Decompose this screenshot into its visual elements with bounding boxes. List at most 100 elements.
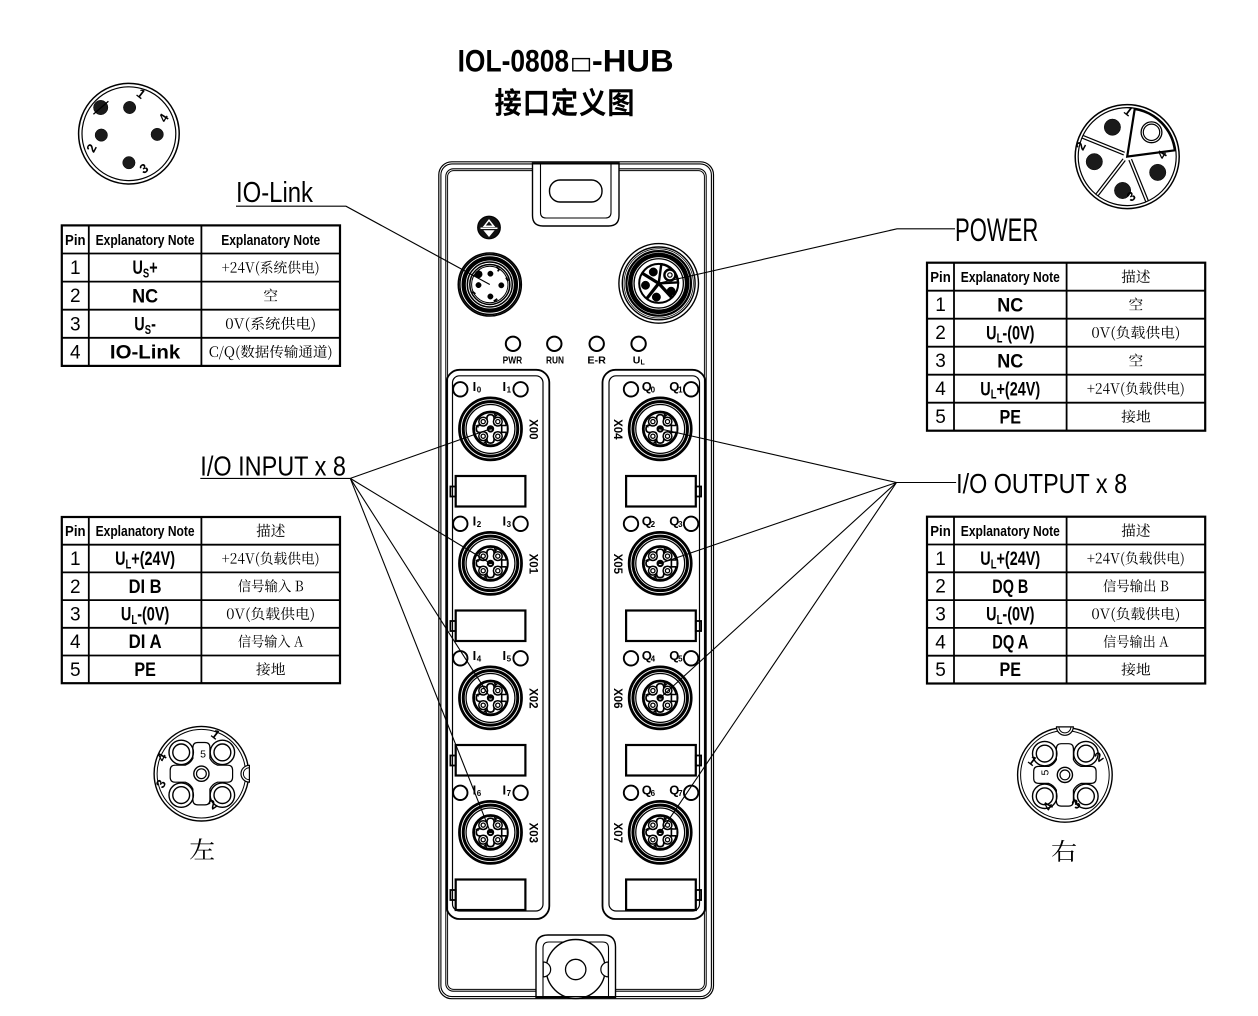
svg-text:X04: X04 <box>611 419 623 440</box>
svg-text:X03: X03 <box>527 823 539 843</box>
svg-text:+(24V): +(24V) <box>997 379 1041 400</box>
svg-text:L: L <box>991 388 997 402</box>
svg-text:+(24V): +(24V) <box>131 549 175 570</box>
svg-text:DI A: DI A <box>129 632 162 653</box>
svg-text:I: I <box>473 782 477 797</box>
svg-text:U: U <box>980 379 990 400</box>
svg-text:U: U <box>121 605 131 626</box>
svg-text:4: 4 <box>70 632 81 653</box>
svg-text:3: 3 <box>935 605 946 626</box>
svg-text:X05: X05 <box>611 554 623 575</box>
svg-text:I: I <box>473 379 477 394</box>
svg-text:4: 4 <box>155 110 172 125</box>
svg-text:PE: PE <box>134 660 156 681</box>
svg-text:L: L <box>131 613 137 627</box>
svg-text:0: 0 <box>651 385 656 394</box>
svg-text:7: 7 <box>507 789 512 798</box>
svg-text:Q: Q <box>642 782 652 797</box>
svg-text:E-R: E-R <box>587 355 606 367</box>
svg-text:3: 3 <box>935 351 946 372</box>
svg-text:Explanatory Note: Explanatory Note <box>961 269 1060 286</box>
svg-text:I: I <box>502 648 506 663</box>
svg-text:5: 5 <box>678 654 683 663</box>
svg-text:X01: X01 <box>527 554 539 575</box>
svg-text:4: 4 <box>935 632 946 653</box>
svg-text:NC: NC <box>132 286 158 307</box>
svg-text:U: U <box>986 605 996 626</box>
svg-text:-(0V): -(0V) <box>1002 605 1034 626</box>
svg-text:IO-Link: IO-Link <box>110 343 181 364</box>
svg-text:I: I <box>502 513 506 528</box>
svg-text:L: L <box>640 359 645 366</box>
svg-text:Explanatory Note: Explanatory Note <box>96 232 195 249</box>
svg-text:-HUB: -HUB <box>592 43 674 79</box>
svg-text:DQ B: DQ B <box>992 577 1028 598</box>
svg-text:4: 4 <box>70 342 81 363</box>
svg-text:L: L <box>126 558 132 572</box>
svg-text:2: 2 <box>935 577 946 598</box>
svg-text:Pin: Pin <box>930 523 951 540</box>
svg-text:1: 1 <box>935 295 946 316</box>
svg-text:Explanatory Note: Explanatory Note <box>221 232 320 249</box>
svg-text:IO-Link: IO-Link <box>236 177 313 209</box>
svg-text:U: U <box>986 323 996 344</box>
svg-text:+: + <box>149 258 157 279</box>
svg-text:NC: NC <box>997 295 1023 316</box>
svg-text:I/O OUTPUT x 8: I/O OUTPUT x 8 <box>956 468 1127 499</box>
svg-text:0: 0 <box>477 385 482 394</box>
svg-text:7: 7 <box>678 789 683 798</box>
svg-text:L: L <box>997 332 1003 346</box>
svg-text:Pin: Pin <box>65 232 86 249</box>
svg-text:U: U <box>115 549 125 570</box>
svg-text:+(24V): +(24V) <box>997 549 1041 570</box>
svg-text:L: L <box>997 613 1003 627</box>
svg-text:1: 1 <box>678 385 683 394</box>
svg-text:3: 3 <box>678 520 683 529</box>
svg-text:6: 6 <box>651 789 656 798</box>
svg-text:2: 2 <box>477 520 482 529</box>
svg-text:I: I <box>502 379 506 394</box>
svg-text:Pin: Pin <box>930 269 951 286</box>
svg-text:RUN: RUN <box>546 355 564 367</box>
svg-text:U: U <box>133 258 143 279</box>
svg-text:2: 2 <box>205 796 220 812</box>
svg-text:-: - <box>151 314 156 335</box>
svg-text:Q: Q <box>642 513 652 528</box>
svg-text:NC: NC <box>997 351 1023 372</box>
svg-text:2: 2 <box>935 323 946 344</box>
svg-text:1: 1 <box>507 385 512 394</box>
svg-text:I: I <box>502 782 506 797</box>
svg-text:L: L <box>991 557 997 571</box>
svg-text:X00: X00 <box>527 419 539 439</box>
svg-text:IOL-0808: IOL-0808 <box>458 43 569 79</box>
svg-text:DQ A: DQ A <box>992 632 1028 653</box>
svg-text:5: 5 <box>1040 770 1052 776</box>
svg-text:U: U <box>633 355 641 367</box>
svg-text:3: 3 <box>137 160 152 176</box>
svg-text:I/O INPUT x 8: I/O INPUT x 8 <box>200 451 346 482</box>
svg-text:5: 5 <box>507 654 512 663</box>
svg-text:5: 5 <box>70 660 81 681</box>
svg-text:3: 3 <box>153 777 170 790</box>
svg-text:Q: Q <box>669 648 679 663</box>
svg-text:5: 5 <box>200 748 206 760</box>
svg-text:U: U <box>980 549 990 570</box>
svg-text:I: I <box>473 648 477 663</box>
svg-text:2: 2 <box>651 520 656 529</box>
svg-text:Q: Q <box>669 379 679 394</box>
svg-text:Q: Q <box>669 782 679 797</box>
svg-text:X07: X07 <box>611 823 623 843</box>
svg-text:U: U <box>134 314 144 335</box>
svg-text:Q: Q <box>642 648 652 663</box>
svg-text:X02: X02 <box>527 688 539 708</box>
svg-text:3: 3 <box>507 520 512 529</box>
svg-text:1: 1 <box>134 86 149 102</box>
svg-text:S: S <box>143 267 149 281</box>
svg-text:Q: Q <box>669 513 679 528</box>
svg-text:2: 2 <box>70 577 81 598</box>
svg-text:5: 5 <box>935 407 946 428</box>
svg-text:Pin: Pin <box>65 523 86 540</box>
svg-text:1: 1 <box>70 549 81 570</box>
svg-text:4: 4 <box>1040 799 1057 813</box>
svg-text:4: 4 <box>935 379 946 400</box>
